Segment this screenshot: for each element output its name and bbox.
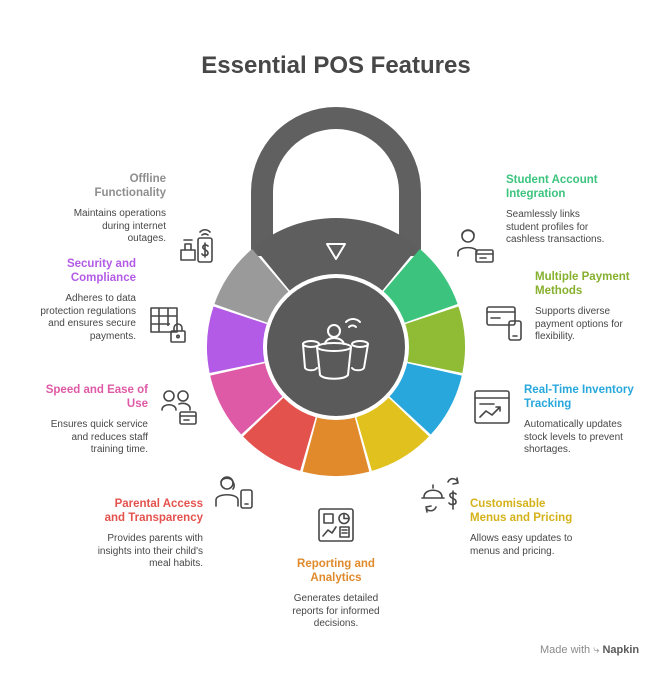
feature-student: Student Account Integration Seamlessly l… [506, 173, 616, 247]
feature-inventory: Real-Time Inventory Tracking Automatical… [524, 383, 636, 457]
feature-reporting: Reporting and Analytics Generates detail… [276, 557, 396, 631]
ring-segment-offline [214, 249, 290, 323]
napkin-logo-icon: ⤷ [593, 644, 600, 656]
feature-offline: Offline Functionality Maintains operatio… [60, 172, 166, 246]
feature-title: Real-Time Inventory Tracking [524, 384, 634, 410]
feature-menus: Customisable Menus and Pricing Allows ea… [470, 497, 580, 558]
payment-methods-icon [486, 306, 522, 341]
pos-drinks-icon [302, 318, 369, 380]
feature-title: Reporting and Analytics [297, 558, 375, 584]
feature-desc: Provides parents with insights into thei… [97, 533, 203, 569]
feature-desc: Supports diverse payment options for fle… [535, 306, 623, 342]
lock-shackle [251, 107, 421, 256]
feature-desc: Maintains operations during internet out… [73, 208, 166, 244]
users-card-icon [161, 390, 197, 425]
feature-title: Parental Access and Transparency [104, 498, 203, 524]
ring-segment-student [382, 249, 458, 323]
napkin-watermark: Made with ⤷ Napkin [540, 644, 639, 657]
ring-segment-menus [356, 396, 429, 471]
ring-segment-security [206, 306, 268, 373]
ring-segment-speed [210, 362, 284, 435]
watermark-prefix: Made with [540, 644, 591, 656]
feature-payment: Multiple Payment Methods Supports divers… [535, 270, 639, 344]
feature-title: Customisable Menus and Pricing [470, 498, 573, 524]
feature-desc: Automatically updates stock levels to pr… [524, 419, 623, 455]
feature-speed: Speed and Ease of Use Ensures quick serv… [36, 383, 148, 457]
inventory-chart-icon [474, 390, 510, 424]
ring-segment-parental [243, 396, 316, 471]
feature-security: Security and Compliance Adheres to data … [40, 257, 136, 343]
feature-parental: Parental Access and Transparency Provide… [96, 497, 203, 571]
ring-segment-payment [404, 306, 466, 373]
feature-desc: Allows easy updates to menus and pricing… [470, 533, 573, 557]
ring-segment-reporting [302, 416, 370, 476]
page-title: Essential POS Features [201, 52, 471, 79]
report-dashboard-icon [318, 508, 354, 542]
feature-title: Speed and Ease of Use [45, 384, 148, 410]
watermark-brand: Napkin [602, 644, 640, 656]
lock-center-hub [267, 278, 405, 416]
feature-desc: Ensures quick service and reduces staff … [50, 419, 148, 455]
chevron-down-icon [326, 243, 346, 260]
menu-pricing-icon [421, 477, 459, 513]
ring-segment-inventory [388, 362, 462, 435]
offline-pos-icon [180, 228, 213, 263]
parent-phone-icon [215, 476, 253, 509]
secure-table-lock-icon [150, 307, 186, 343]
feature-desc: Adheres to data protection regulations a… [40, 293, 136, 342]
feature-title: Offline Functionality [94, 173, 166, 199]
feature-title: Multiple Payment Methods [535, 271, 630, 297]
feature-desc: Generates detailed reports for informed … [292, 593, 380, 629]
feature-title: Student Account Integration [506, 174, 598, 200]
feature-ring [206, 249, 466, 476]
student-card-icon [457, 229, 494, 263]
feature-title: Security and Compliance [66, 258, 136, 284]
feature-desc: Seamlessly links student profiles for ca… [506, 209, 605, 245]
lock-top-dial [254, 218, 418, 292]
